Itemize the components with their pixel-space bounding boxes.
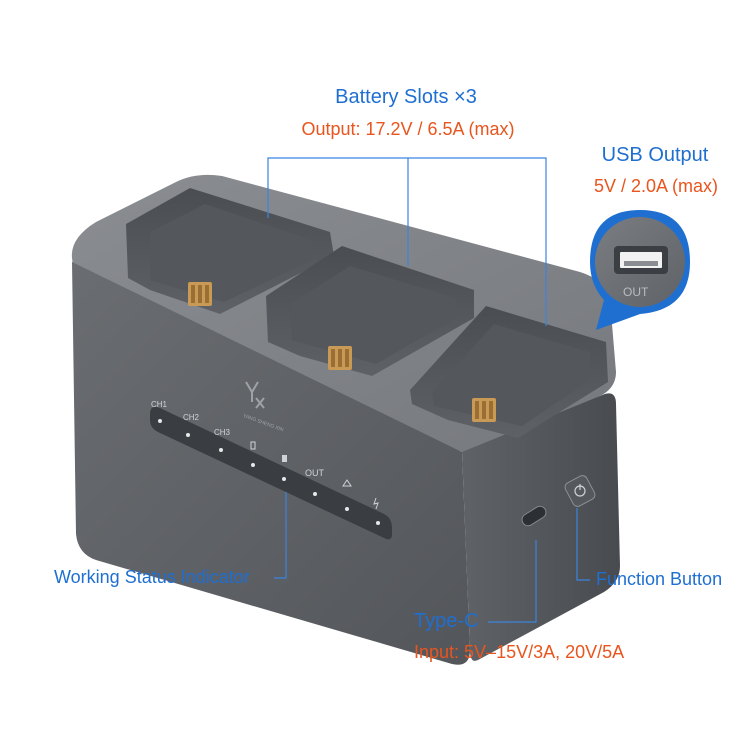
usb-port-label: OUT (623, 285, 649, 299)
hub-right-face (462, 393, 620, 661)
usb-output-title: USB Output (601, 144, 709, 166)
leader-lines (267, 157, 590, 623)
usb-output-spec: 5V / 2.0A (max) (593, 176, 719, 196)
led-battery (251, 463, 255, 467)
indicator-panel (150, 406, 392, 540)
function-leader-line (576, 508, 590, 581)
usb-zoom-bubble (590, 210, 690, 330)
led-storage (282, 477, 286, 481)
indicator-label-ch2: CH2 (183, 413, 200, 422)
led-ch1 (158, 419, 162, 423)
led-ch3 (219, 448, 223, 452)
function-button (564, 475, 596, 507)
battery-slots-title: Battery Slots ×3 (335, 86, 477, 108)
type-c-port (521, 505, 547, 527)
status-leader-line (274, 492, 287, 579)
led-fast (376, 521, 380, 525)
indicator-label-ch1: CH1 (151, 400, 168, 409)
indicator-label-out: OUT (305, 468, 324, 478)
led-charge (345, 507, 349, 511)
type-c-title: Type-C (414, 610, 479, 632)
battery-slot-1 (126, 188, 334, 314)
charge-icon (342, 479, 352, 487)
type-c-spec: Input: 5V–15V/3A, 20V/5A (414, 642, 625, 662)
brand-logo (245, 381, 265, 409)
indicator-label-ch3: CH3 (214, 428, 231, 437)
battery-slot-3 (410, 306, 608, 438)
battery-icon (250, 441, 256, 450)
lightning-icon (373, 497, 379, 510)
led-out (313, 492, 317, 496)
led-ch2 (186, 433, 190, 437)
indicator-leds (158, 419, 380, 525)
battery-slots-spec: Output: 17.2V / 6.5A (max) (301, 119, 515, 139)
working-status-label: Working Status Indicator (54, 567, 250, 587)
storage-icon (282, 455, 287, 462)
function-button-label: Function Button (596, 569, 723, 589)
slots-bracket-line (267, 157, 547, 326)
battery-slot-2 (266, 246, 474, 376)
type-c-leader-line (488, 540, 537, 623)
